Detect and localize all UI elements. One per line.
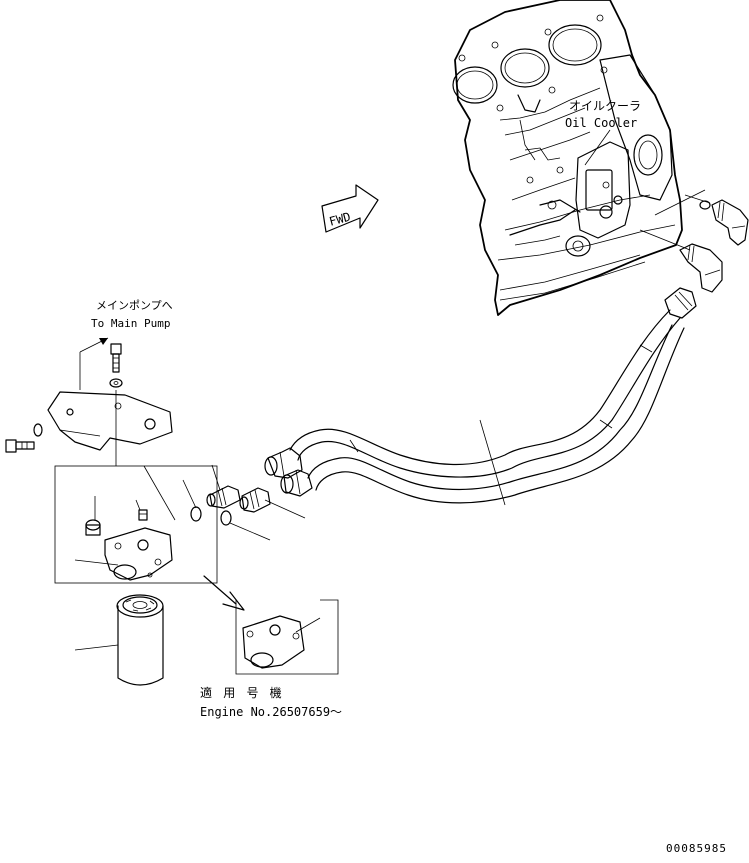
- arrow-head-icon: [99, 338, 108, 345]
- leader-line: [211, 464, 221, 491]
- leader-line: [74, 559, 119, 566]
- inset-arrow: [203, 575, 237, 605]
- elbow-fitting-lower: [679, 243, 723, 293]
- small-plug-icon: [138, 509, 148, 521]
- mounting-bracket: [47, 391, 173, 451]
- drawing-number: 00085985: [666, 842, 727, 855]
- leader-line: [135, 499, 141, 511]
- main-pump-label-jp: メインポンプへ: [96, 299, 173, 312]
- bolt-vertical: [110, 343, 122, 373]
- washer-icon: [33, 423, 43, 437]
- adapter-fitting-upper: [206, 485, 241, 509]
- filter-cartridge: [116, 594, 164, 686]
- plug-icon: [85, 519, 101, 536]
- serial-range-label-en: Engine No.26507659～: [200, 705, 342, 719]
- leader-line: [295, 617, 321, 633]
- main-pump-label-en: To Main Pump: [91, 317, 170, 330]
- engine-block: [452, 0, 683, 316]
- fwd-arrow-icon: FWD: [321, 184, 379, 233]
- elbow-fitting-upper: [711, 199, 749, 246]
- bolt-horizontal: [5, 439, 35, 453]
- serial-range-label-jp: 適 用 号 機: [200, 685, 284, 700]
- leader-line: [639, 229, 691, 251]
- leader-line: [654, 189, 706, 216]
- leader-line: [74, 644, 119, 651]
- hose-assembly: [264, 287, 697, 504]
- oil-cooler-leader: [584, 129, 611, 166]
- hose-leader: [479, 419, 506, 506]
- leader-line: [182, 479, 197, 509]
- leader-line: [143, 465, 176, 521]
- fwd-label: FWD: [328, 210, 353, 229]
- filter-head-new: [242, 615, 305, 669]
- oil-cooler-label-en: Oil Cooler: [565, 116, 637, 130]
- washer-icon: [109, 378, 123, 388]
- o-ring-left-1: [190, 506, 202, 522]
- arrow-head-icon: [222, 591, 245, 611]
- filter-head-box: [54, 465, 218, 584]
- inset-box: [235, 599, 339, 675]
- leader-line: [264, 499, 306, 519]
- o-ring-left-2: [220, 510, 232, 526]
- filter-head: [104, 527, 173, 581]
- adapter-fitting-lower: [239, 487, 271, 513]
- oil-cooler-label-jp: オイルクーラ: [569, 99, 641, 113]
- leader-line: [229, 522, 271, 541]
- leader-line: [684, 194, 711, 204]
